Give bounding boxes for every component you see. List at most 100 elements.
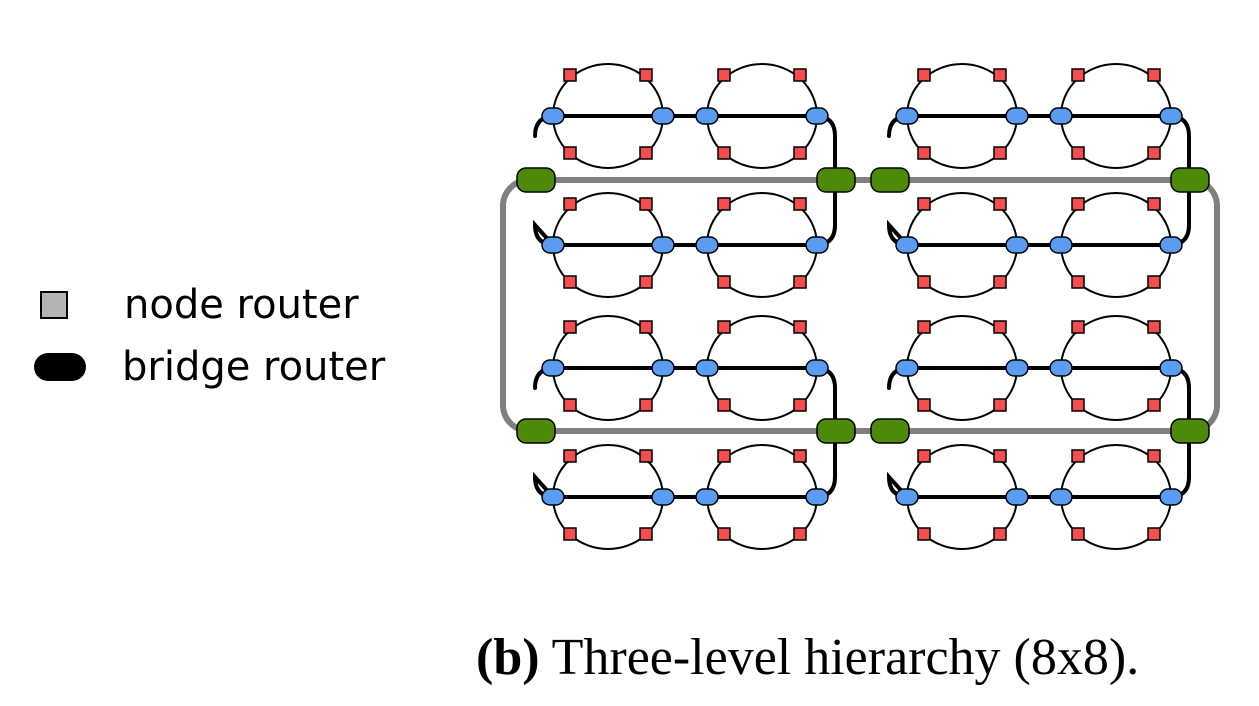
node-router-g10-11-0 (717, 449, 731, 463)
node-router-g00-01-0 (717, 68, 731, 82)
node-router-g01-01-3 (1147, 146, 1161, 160)
node-router-g11-00-1 (993, 320, 1007, 334)
node-router-g00-01-1 (793, 68, 807, 82)
level1-bridge-g10-01-r (805, 359, 829, 377)
level1-bridge-g10-10-l (541, 488, 565, 506)
level1-bridge-g01-11-l (1049, 236, 1073, 254)
node-router-g01-10-1 (993, 197, 1007, 211)
level2-bridge-g11-l (870, 418, 910, 444)
level1-bridge-g10-00-l (541, 359, 565, 377)
node-router-g11-11-1 (1147, 449, 1161, 463)
node-router-g00-11-1 (793, 197, 807, 211)
node-router-g10-10-2 (563, 527, 577, 541)
level1-bridge-g01-11-r (1159, 236, 1183, 254)
node-router-g00-01-2 (717, 146, 731, 160)
node-router-g11-01-2 (1071, 398, 1085, 412)
node-router-g01-01-0 (1071, 68, 1085, 82)
node-router-g01-00-1 (993, 68, 1007, 82)
node-router-g01-11-0 (1071, 197, 1085, 211)
node-router-g11-01-0 (1071, 320, 1085, 334)
level2-bridge-g00-l (516, 167, 556, 193)
figure-caption: (b) Three-level hierarchy (8x8). (476, 628, 1139, 687)
node-router-g01-01-2 (1071, 146, 1085, 160)
level2-bridge-g01-l (870, 167, 910, 193)
node-router-g01-00-3 (993, 146, 1007, 160)
node-router-g10-01-1 (793, 320, 807, 334)
node-router-g11-00-3 (993, 398, 1007, 412)
node-router-g00-10-2 (563, 275, 577, 289)
level1-bridge-g00-00-r (651, 107, 675, 125)
level1-bridge-g00-11-r (805, 236, 829, 254)
level1-bridge-g10-10-r (651, 488, 675, 506)
level1-bridge-g01-10-l (895, 236, 919, 254)
node-router-g00-11-0 (717, 197, 731, 211)
level1-bridge-g11-10-r (1005, 488, 1029, 506)
node-router-g00-00-1 (639, 68, 653, 82)
node-router-g01-00-0 (917, 68, 931, 82)
node-router-g01-10-3 (993, 275, 1007, 289)
node-router-g00-10-1 (639, 197, 653, 211)
level2-bridge-g10-l (516, 418, 556, 444)
level1-bridge-g00-01-l (695, 107, 719, 125)
level1-bridge-g10-01-l (695, 359, 719, 377)
level2-bridge-g11-r (1170, 418, 1210, 444)
caption-tag: (b) (476, 629, 540, 686)
node-router-g10-10-3 (639, 527, 653, 541)
node-router-g00-00-3 (639, 146, 653, 160)
node-router-g10-10-1 (639, 449, 653, 463)
node-router-g10-00-1 (639, 320, 653, 334)
node-router-g00-00-0 (563, 68, 577, 82)
level1-bridge-g00-10-l (541, 236, 565, 254)
level1-bridge-g00-10-r (651, 236, 675, 254)
node-router-g01-11-2 (1071, 275, 1085, 289)
node-router-g10-01-3 (793, 398, 807, 412)
level1-bridge-g10-11-l (695, 488, 719, 506)
level1-bridge-g00-00-l (541, 107, 565, 125)
node-router-g10-11-2 (717, 527, 731, 541)
node-router-g11-11-2 (1071, 527, 1085, 541)
node-router-g00-11-2 (717, 275, 731, 289)
node-router-swatch (40, 291, 68, 319)
node-router-g11-11-3 (1147, 527, 1161, 541)
level1-bridge-g11-10-l (895, 488, 919, 506)
level1-bridge-g11-11-l (1049, 488, 1073, 506)
node-router-g10-01-0 (717, 320, 731, 334)
node-router-g11-00-0 (917, 320, 931, 334)
node-router-g10-11-3 (793, 527, 807, 541)
node-router-g01-11-1 (1147, 197, 1161, 211)
node-router-g10-11-1 (793, 449, 807, 463)
level1-bridge-g11-00-r (1005, 359, 1029, 377)
level1-bridge-g01-01-r (1159, 107, 1183, 125)
node-router-g01-00-2 (917, 146, 931, 160)
legend-bridge-router-label: bridge router (122, 344, 386, 390)
level1-bridge-g11-11-r (1159, 488, 1183, 506)
legend-node-router-label: node router (124, 282, 359, 328)
level1-bridge-g01-00-r (1005, 107, 1029, 125)
node-router-g10-10-0 (563, 449, 577, 463)
node-router-g01-11-3 (1147, 275, 1161, 289)
level1-bridge-g00-01-r (805, 107, 829, 125)
level1-bridge-g01-10-r (1005, 236, 1029, 254)
node-router-g00-00-2 (563, 146, 577, 160)
node-router-g00-11-3 (793, 275, 807, 289)
node-router-g01-10-2 (917, 275, 931, 289)
node-router-g00-01-3 (793, 146, 807, 160)
node-router-g11-10-3 (993, 527, 1007, 541)
level1-bridge-g10-00-r (651, 359, 675, 377)
node-router-g11-11-0 (1071, 449, 1085, 463)
node-router-g10-00-2 (563, 398, 577, 412)
node-router-g10-00-0 (563, 320, 577, 334)
node-router-g11-10-1 (993, 449, 1007, 463)
node-router-g00-10-3 (639, 275, 653, 289)
level1-bridge-g11-01-r (1159, 359, 1183, 377)
node-router-g11-01-1 (1147, 320, 1161, 334)
node-router-g11-00-2 (917, 398, 931, 412)
level1-bridge-g11-00-l (895, 359, 919, 377)
bridge-router-swatch (34, 353, 86, 381)
node-router-g10-00-3 (639, 398, 653, 412)
node-router-g11-10-0 (917, 449, 931, 463)
node-router-g11-10-2 (917, 527, 931, 541)
level1-bridge-g00-11-l (695, 236, 719, 254)
node-router-g01-01-1 (1147, 68, 1161, 82)
